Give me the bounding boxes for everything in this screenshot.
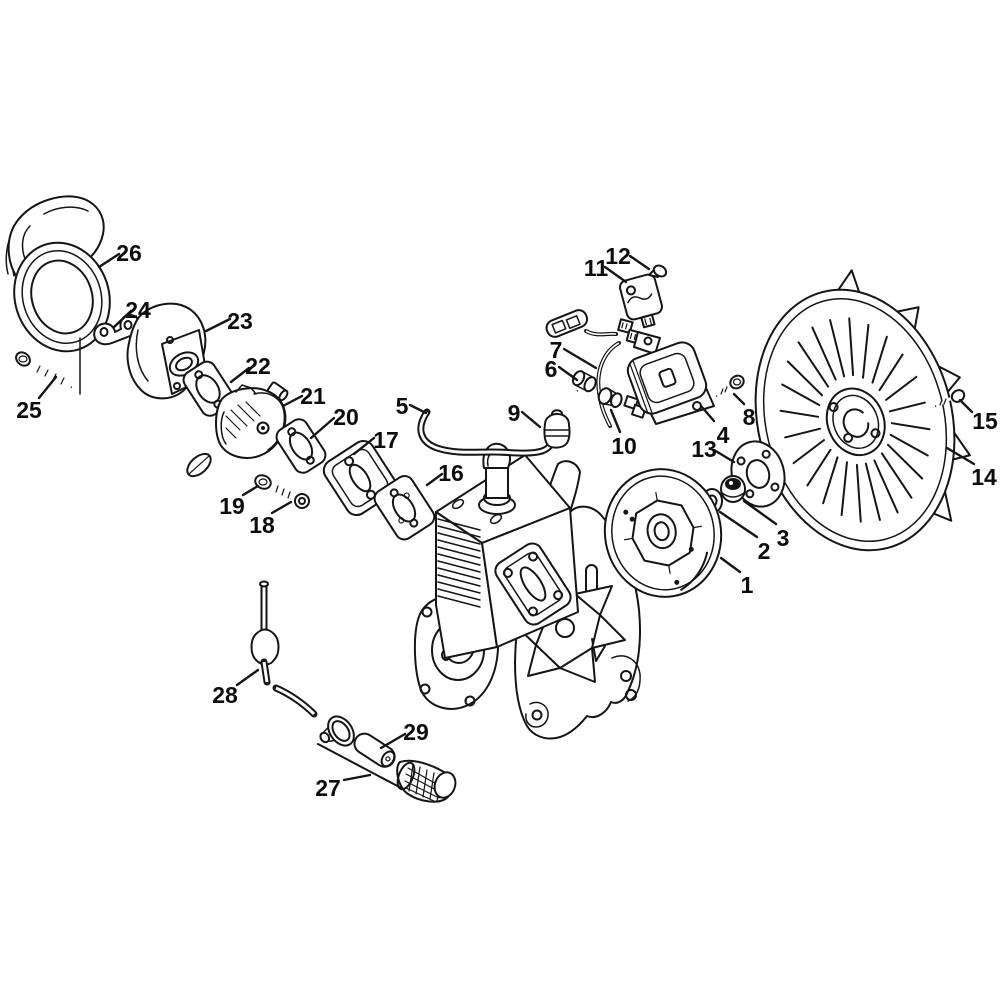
callout-leader-27 — [342, 773, 372, 782]
callout-label-3: 3 — [777, 525, 790, 551]
callout-leader-18 — [270, 500, 293, 515]
callout-label-8: 8 — [743, 404, 756, 430]
callout-label-18: 18 — [249, 512, 275, 538]
gasket-16-drawing — [373, 474, 436, 541]
callout-label-14: 14 — [971, 464, 997, 490]
pickup-body-drawing — [317, 715, 457, 803]
callout-label-26: 26 — [116, 240, 142, 266]
callout-label-15: 15 — [972, 408, 998, 434]
callout-leader-24 — [112, 309, 133, 329]
fan-spokes — [779, 317, 931, 523]
callout-leader-28 — [235, 668, 260, 687]
callout-label-12: 12 — [605, 243, 631, 269]
callout-label-13: 13 — [691, 436, 717, 462]
callout-label-23: 23 — [227, 308, 253, 334]
callout-label-16: 16 — [438, 460, 464, 486]
callout-leader-4 — [699, 404, 716, 423]
gasket-20-drawing — [275, 418, 327, 474]
callout-leader-29 — [379, 732, 407, 750]
callout-leader-15 — [958, 398, 974, 414]
callout-label-4: 4 — [717, 422, 730, 448]
intake-manifold-drawing — [5, 195, 111, 353]
callout-label-28: 28 — [212, 682, 238, 708]
pickup-tube-drawing — [250, 580, 318, 718]
callout-label-24: 24 — [125, 297, 151, 323]
filter-mesh — [404, 764, 442, 803]
pickup-grommet — [319, 715, 355, 747]
flywheel-drawing — [603, 468, 723, 598]
callout-label-19: 19 — [219, 493, 245, 519]
callout-label-11: 11 — [584, 255, 609, 281]
fuel-filter — [396, 759, 457, 803]
callout-leader-12 — [628, 254, 651, 271]
plug-cap-drawing — [543, 389, 578, 449]
wiring-harness-drawing — [545, 309, 647, 428]
fuel-line-drawing — [417, 408, 556, 457]
callout-label-1: 1 — [741, 572, 754, 598]
callout-label-5: 5 — [396, 393, 409, 419]
contact-spring — [597, 387, 623, 408]
callout-label-20: 20 — [333, 404, 359, 430]
callout-leader-13 — [712, 448, 736, 464]
pickup-sleeve — [353, 732, 396, 768]
fan-wheel-drawing — [754, 269, 971, 552]
callout-leader-3 — [742, 499, 778, 526]
callout-leader-8 — [732, 392, 746, 406]
callout-label-9: 9 — [508, 400, 521, 426]
carb-screw-drawing — [254, 474, 297, 499]
ignition-coil-drawing — [626, 331, 715, 425]
callout-leader-21 — [281, 394, 304, 408]
callout-label-21: 21 — [300, 383, 326, 409]
callout-leader-25 — [37, 375, 58, 400]
callout-leader-5 — [408, 403, 428, 415]
callout-leader-23 — [204, 317, 232, 333]
grommet-drawing — [571, 370, 597, 393]
group-bracket-line — [317, 743, 406, 791]
callout-label-10: 10 — [611, 433, 637, 459]
callout-leader-20 — [309, 416, 336, 440]
callout-leader-9 — [520, 410, 542, 429]
callout-label-6: 6 — [545, 356, 558, 382]
flywheel-nut-drawing — [720, 475, 746, 503]
callout-label-22: 22 — [245, 353, 271, 379]
callout-label-2: 2 — [758, 538, 771, 564]
callout-leader-16 — [425, 472, 444, 487]
callout-leader-10 — [609, 408, 622, 434]
exhaust-flange-drawing — [494, 542, 572, 626]
callout-label-7: 7 — [550, 337, 563, 363]
callout-leader-17 — [352, 436, 376, 456]
callout-leader-11 — [603, 265, 628, 284]
switch-screw-drawing — [648, 264, 668, 278]
callout-leader-26 — [97, 252, 121, 269]
callout-label-29: 29 — [403, 719, 429, 745]
clamp-drawing — [93, 314, 141, 346]
callout-label-25: 25 — [16, 397, 42, 423]
carburetor-drawing — [186, 381, 289, 478]
callout-leader-6 — [557, 365, 579, 382]
callout-label-27: 27 — [315, 775, 341, 801]
callout-leader-7 — [562, 347, 598, 370]
stop-switch-drawing — [619, 273, 663, 329]
cooling-fins — [437, 518, 481, 608]
callout-leader-14 — [945, 446, 976, 466]
callout-label-17: 17 — [373, 427, 399, 453]
callout-leader-1 — [719, 556, 742, 574]
manifold-screw-drawing — [15, 337, 81, 395]
washer-18-drawing — [294, 493, 310, 509]
callout-leader-22 — [229, 366, 251, 384]
coil-screw-drawing — [716, 374, 745, 398]
callout-leader-2 — [718, 510, 759, 539]
callout-leader-19 — [241, 484, 260, 497]
